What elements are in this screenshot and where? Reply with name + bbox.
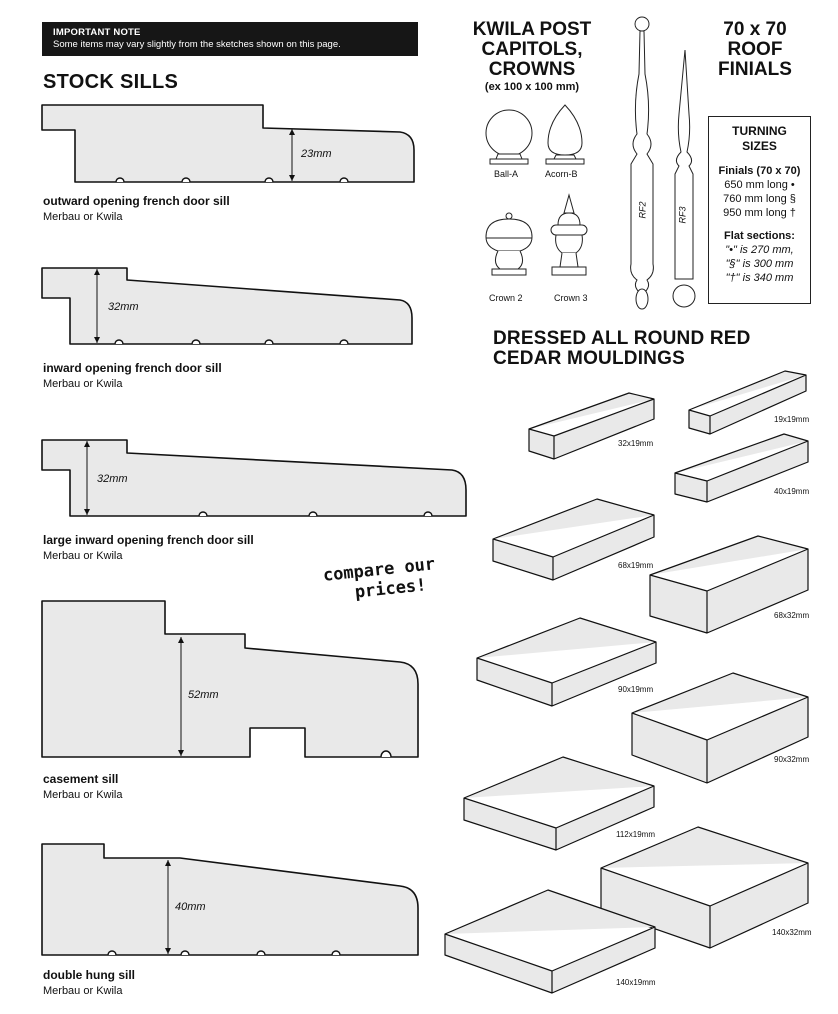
dim-label-sill-2: 32mm (108, 301, 139, 313)
sill-caption-2: inward opening french door sill (43, 361, 222, 375)
moulding-68x19 (492, 498, 655, 581)
cedar-title-line-2: CEDAR MOULDINGS (493, 348, 685, 369)
turning-line-1: 650 mm long • (724, 179, 795, 191)
finials-title-line-2: ROOF (727, 39, 783, 60)
moulding-32x19 (528, 392, 655, 460)
sill-profile-inward (41, 267, 413, 345)
capitols-title-line-2: CAPITOLS, (481, 39, 583, 60)
dim-label-sill-4: 52mm (188, 689, 219, 701)
moulding-label-32x19: 32x19mm (618, 439, 654, 448)
moulding-label-68x19: 68x19mm (618, 561, 654, 570)
sill-material-1: Merbau or Kwila (43, 211, 123, 223)
turning-title-line-1: TURNING (732, 124, 787, 138)
capitol-label-crown-3: Crown 3 (554, 293, 588, 303)
moulding-label-140x32: 140x32mm (772, 928, 812, 937)
moulding-label-19x19: 19x19mm (774, 415, 810, 424)
flat-line-3: "†" is 340 mm (725, 272, 794, 284)
moulding-112x19 (463, 756, 655, 851)
important-note: IMPORTANT NOTE Some items may vary sligh… (42, 22, 418, 56)
turning-line-2: 760 mm long § (723, 193, 796, 205)
sill-caption-5: double hung sill (43, 968, 135, 982)
sill-material-2: Merbau or Kwila (43, 378, 123, 390)
moulding-label-90x19: 90x19mm (618, 685, 654, 694)
moulding-label-112x19: 112x19mm (616, 830, 655, 839)
capitol-drawings (485, 104, 588, 276)
dim-label-sill-3: 32mm (97, 473, 128, 485)
note-title: IMPORTANT NOTE (53, 27, 141, 38)
finials-title: 70 x 70 ROOF FINIALS (700, 20, 810, 80)
capitol-label-ball-a: Ball-A (494, 169, 519, 179)
capitols-title: KWILA POST CAPITOLS, CROWNS (ex 100 x 10… (452, 20, 612, 95)
sill-caption-4: casement sill (43, 772, 119, 786)
sill-profile-large-inward (41, 439, 467, 517)
moulding-label-140x19: 140x19mm (616, 978, 656, 987)
sill-material-4: Merbau or Kwila (43, 789, 123, 801)
dim-label-sill-1: 23mm (301, 148, 332, 160)
sill-profile-casement (41, 600, 419, 758)
capitol-label-acorn-b: Acorn-B (545, 169, 578, 179)
stock-sills-title: STOCK SILLS (43, 71, 179, 93)
moulding-label-40x19: 40x19mm (774, 487, 810, 496)
turning-sizes-box: TURNING SIZES Finials (70 x 70) 650 mm l… (708, 116, 811, 304)
finials-title-line-3: FINIALS (718, 59, 792, 80)
cedar-title-line-1: DRESSED ALL ROUND RED (493, 328, 751, 349)
sill-material-3: Merbau or Kwila (43, 550, 123, 562)
moulding-90x19 (476, 617, 657, 707)
moulding-40x19 (674, 433, 809, 503)
capitol-label-crown-2: Crown 2 (489, 293, 523, 303)
sill-profile-double-hung (41, 843, 419, 956)
sill-profile-outward (41, 104, 415, 183)
cedar-title: DRESSED ALL ROUND RED CEDAR MOULDINGS (493, 329, 751, 369)
turning-line-3: 950 mm long † (723, 207, 796, 219)
capitols-title-line-1: KWILA POST (472, 19, 592, 40)
moulding-label-68x32: 68x32mm (774, 611, 810, 620)
moulding-90x32 (631, 672, 809, 784)
capitols-subtitle: (ex 100 x 100 mm) (484, 81, 580, 93)
turning-title-line-2: SIZES (742, 139, 777, 153)
finials-drawing (630, 16, 696, 310)
sill-caption-3: large inward opening french door sill (43, 533, 254, 547)
flat-line-1: "•" is 270 mm, (725, 244, 794, 256)
moulding-label-90x32: 90x32mm (774, 755, 810, 764)
dim-label-sill-5: 40mm (175, 901, 206, 913)
moulding-68x32 (649, 535, 809, 634)
note-body: Some items may vary slightly from the sk… (53, 39, 341, 50)
flat-line-2: "§" is 300 mm (725, 258, 794, 270)
moulding-140x19 (444, 889, 656, 994)
sill-material-5: Merbau or Kwila (43, 985, 123, 997)
capitols-title-line-3: CROWNS (488, 59, 576, 80)
moulding-19x19 (688, 370, 807, 435)
flat-sections-title: Flat sections: (724, 230, 795, 242)
turning-sub: Finials (70 x 70) (718, 165, 801, 177)
finials-title-line-1: 70 x 70 (723, 19, 787, 40)
sill-caption-1: outward opening french door sill (43, 194, 230, 208)
